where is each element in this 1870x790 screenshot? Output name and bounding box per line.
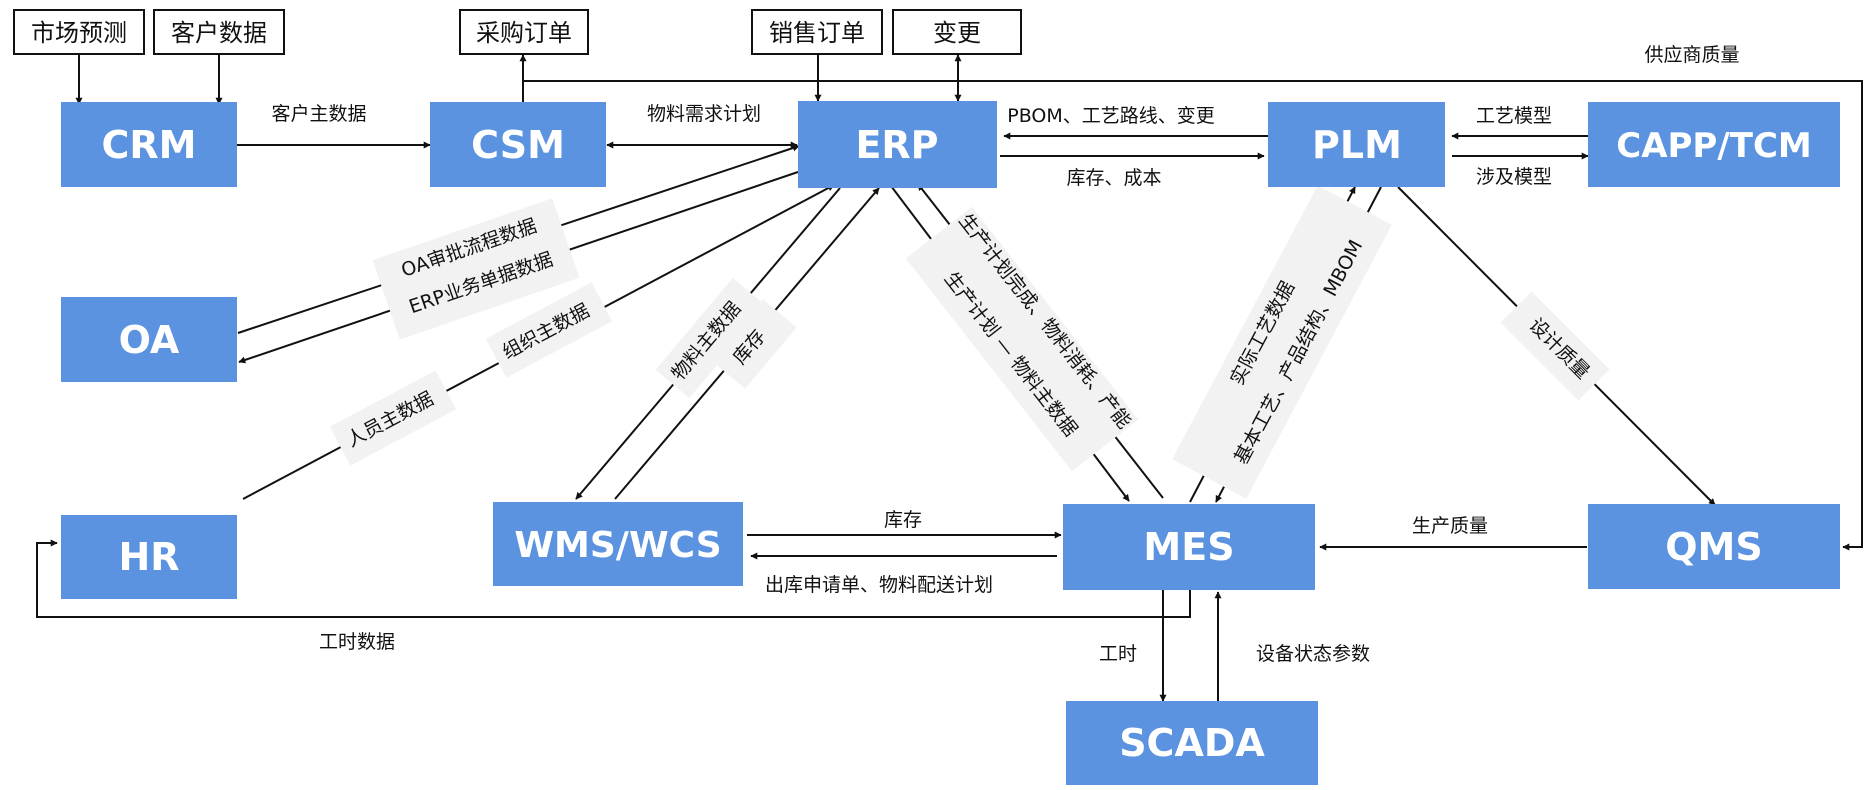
mes-box: MES: [1063, 504, 1315, 590]
crm-label: CRM: [102, 123, 197, 167]
input-market-forecast: 市场预测: [13, 9, 145, 55]
wms-box: WMS/WCS: [493, 502, 743, 586]
input-change: 变更: [892, 9, 1022, 55]
hr-box: HR: [61, 515, 237, 599]
label-work-time: 工时: [1099, 643, 1137, 665]
plm-label: PLM: [1312, 123, 1402, 167]
qms-box: QMS: [1588, 504, 1840, 589]
oa-label: OA: [119, 318, 180, 362]
label-outbound: 出库申请单、物料配送计划: [765, 574, 993, 596]
erp-box: ERP: [798, 101, 997, 188]
edge-supplier-quality-loop: [523, 80, 1863, 551]
input-purchase-order: 采购订单: [459, 9, 589, 55]
staff-label-bg: [329, 370, 457, 466]
scada-label: SCADA: [1119, 721, 1265, 765]
capp-box: CAPP/TCM: [1588, 102, 1840, 187]
org-label-bg: [485, 282, 613, 378]
input-customer-data: 客户数据: [153, 9, 285, 55]
label-backgrounds: [329, 185, 1610, 499]
capp-label: CAPP/TCM: [1616, 126, 1812, 166]
label-supplier-quality: 供应商质量: [1644, 44, 1739, 66]
csm-label: CSM: [471, 123, 565, 167]
label-process-model: 工艺模型: [1476, 105, 1552, 127]
label-customer-master: 客户主数据: [271, 103, 366, 125]
hr-label: HR: [118, 535, 179, 579]
input-change-text: 变更: [933, 19, 981, 47]
oa-label-bg: [372, 198, 580, 340]
plm-box: PLM: [1268, 102, 1445, 187]
label-pbom: PBOM、工艺路线、变更: [1007, 105, 1215, 127]
erp-mes-label-bg: [905, 206, 1139, 472]
input-purchase-order-text: 采购订单: [476, 19, 572, 47]
input-sales-order: 销售订单: [751, 9, 883, 55]
mes-label: MES: [1143, 525, 1234, 569]
wms-label: WMS/WCS: [514, 525, 721, 566]
label-work-hours: 工时数据: [319, 631, 395, 653]
input-customer-data-text: 客户数据: [171, 19, 267, 47]
design-quality-label-bg: [1500, 291, 1610, 401]
mes-plm-label-bg: [1172, 185, 1392, 499]
qms-label: QMS: [1665, 525, 1763, 569]
label-material-plan: 物料需求计划: [647, 103, 761, 125]
label-equipment: 设备状态参数: [1256, 643, 1370, 665]
input-market-forecast-text: 市场预测: [31, 19, 127, 47]
edge-mes-hr-loop: [36, 539, 1191, 618]
label-inventory-mes: 库存: [884, 509, 922, 531]
label-prod-quality: 生产质量: [1412, 515, 1488, 537]
erp-label: ERP: [855, 123, 938, 167]
csm-box: CSM: [430, 102, 606, 187]
crm-box: CRM: [61, 102, 237, 187]
system-boxes: CRM CSM ERP PLM CAPP/TCM OA HR WMS/WCS: [61, 101, 1840, 785]
input-boxes: 市场预测 客户数据 采购订单 销售订单 变更: [13, 9, 1022, 55]
scada-box: SCADA: [1066, 701, 1318, 785]
input-sales-order-text: 销售订单: [769, 19, 865, 47]
wms-label-bg-1: [655, 277, 767, 399]
label-involved-model: 涉及模型: [1476, 166, 1552, 188]
oa-box: OA: [61, 297, 237, 382]
wms-label-bg-2: [711, 299, 797, 389]
label-inventory-cost: 库存、成本: [1066, 167, 1161, 189]
